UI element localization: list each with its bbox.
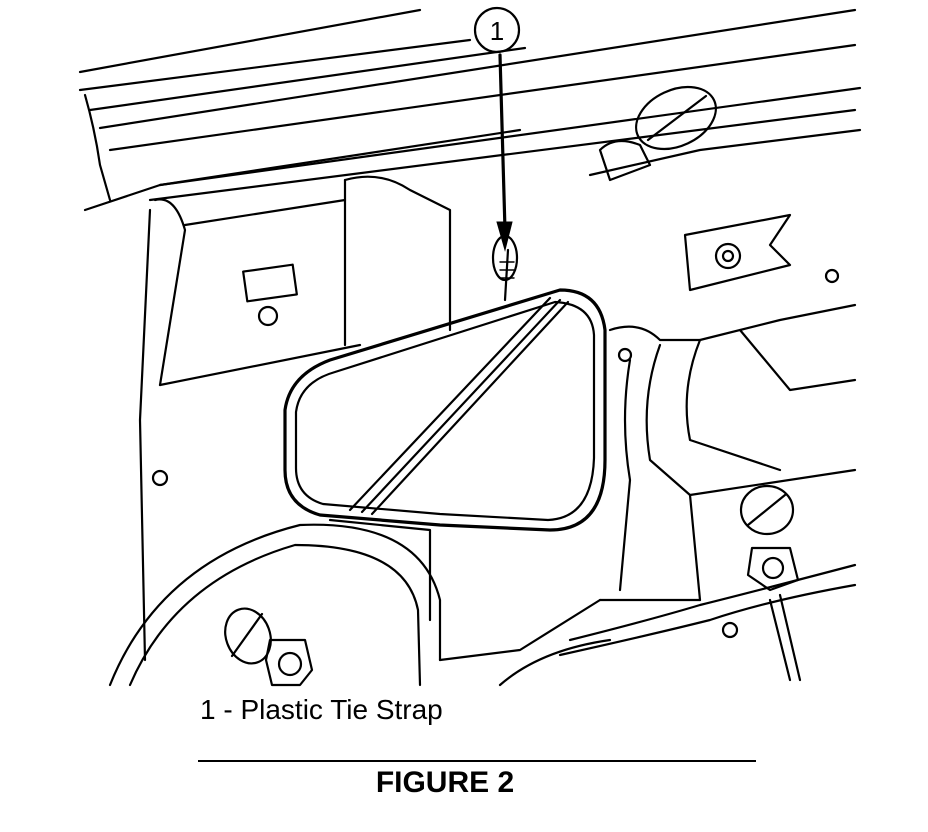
lower-panel-curves (108, 518, 612, 687)
upper-trim-rail (78, 8, 862, 212)
right-inner-panel (598, 303, 857, 639)
upper-right-fasteners (588, 85, 862, 363)
caption-divider (198, 760, 756, 762)
left-door-panel (138, 175, 452, 662)
plastic-tie-strap (491, 234, 519, 302)
bolt-and-wire-harness (558, 484, 857, 682)
legend-item-1: 1 - Plastic Tie Strap (200, 694, 443, 725)
figure-caption: FIGURE 2 (375, 766, 515, 799)
callout-number: 1 (490, 16, 504, 46)
callout-1: 1 (473, 6, 521, 252)
access-cover (283, 288, 607, 532)
